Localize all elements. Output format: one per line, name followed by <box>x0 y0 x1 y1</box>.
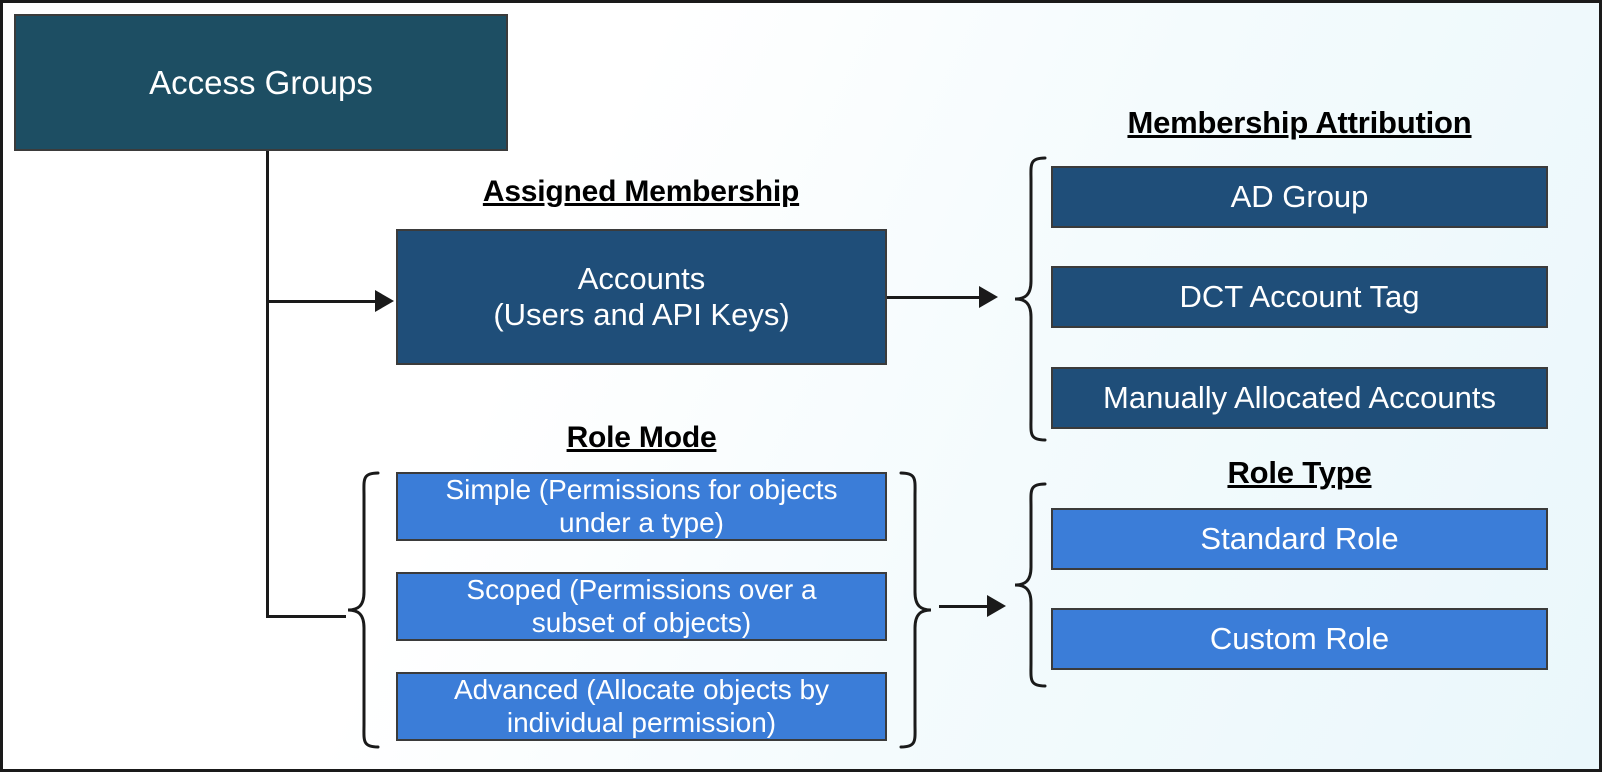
role-mode-item-scoped[interactable]: Scoped (Permissions over a subset of obj… <box>396 572 887 641</box>
role-mode-item-simple[interactable]: Simple (Permissions for objects under a … <box>396 472 887 541</box>
attribution-item-dct-account-tag[interactable]: DCT Account Tag <box>1051 266 1548 328</box>
access-groups-box[interactable]: Access Groups <box>14 14 508 151</box>
brace-role-type <box>1013 481 1049 689</box>
brace-membership-attribution <box>1013 155 1049 443</box>
role-type-item-label: Custom Role <box>1209 621 1390 657</box>
accounts-box[interactable]: Accounts (Users and API Keys) <box>396 229 887 365</box>
role-type-item-custom-role[interactable]: Custom Role <box>1051 608 1548 670</box>
connector-accessgroups-to-accounts <box>266 300 376 303</box>
role-type-item-label: Standard Role <box>1200 521 1399 557</box>
attribution-item-label: DCT Account Tag <box>1179 279 1420 315</box>
role-mode-item-label: Scoped (Permissions over a subset of obj… <box>466 574 817 638</box>
assigned-membership-heading: Assigned Membership <box>482 175 800 208</box>
connector-accessgroups-vertical-lower <box>266 300 269 618</box>
connector-accessgroups-to-rolemode <box>266 615 346 618</box>
arrowhead-to-roletype <box>987 595 1006 617</box>
connector-rolemode-to-roletype <box>939 605 989 608</box>
role-mode-item-label: Simple (Permissions for objects under a … <box>445 474 838 538</box>
brace-role-mode-left <box>346 470 382 750</box>
attribution-item-ad-group[interactable]: AD Group <box>1051 166 1548 228</box>
accounts-label: Accounts (Users and API Keys) <box>493 261 790 332</box>
attribution-item-manually-allocated-accounts[interactable]: Manually Allocated Accounts <box>1051 367 1548 429</box>
brace-role-mode-right <box>897 470 933 750</box>
attribution-item-label: AD Group <box>1230 179 1369 215</box>
arrowhead-to-accounts <box>375 290 394 312</box>
connector-accounts-to-attribution <box>887 296 981 299</box>
membership-attribution-heading: Membership Attribution <box>1127 105 1472 140</box>
attribution-item-label: Manually Allocated Accounts <box>1103 380 1496 416</box>
connector-accessgroups-vertical-upper <box>266 151 269 303</box>
role-mode-item-label: Advanced (Allocate objects by individual… <box>453 674 830 738</box>
role-type-heading: Role Type <box>1227 455 1372 490</box>
access-groups-label: Access Groups <box>149 63 373 101</box>
role-type-item-standard-role[interactable]: Standard Role <box>1051 508 1548 570</box>
role-mode-heading: Role Mode <box>566 421 717 454</box>
arrowhead-to-attribution <box>979 286 998 308</box>
role-mode-item-advanced[interactable]: Advanced (Allocate objects by individual… <box>396 672 887 741</box>
